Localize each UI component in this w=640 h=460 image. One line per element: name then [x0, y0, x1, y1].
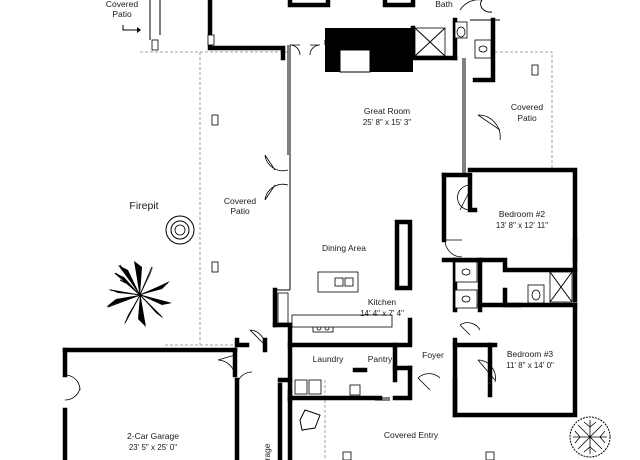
room-label-covered-patio-w-2: Patio	[230, 206, 250, 216]
shrub-icon	[569, 416, 611, 458]
room-label-kitchen: Kitchen	[368, 297, 397, 307]
room-label-bedroom-2: Bedroom #2	[499, 209, 546, 219]
room-label-bath: Bath	[435, 0, 453, 9]
room-dims-bedroom-2: 13' 8" x 12' 11"	[496, 221, 548, 230]
room-label-garage-side: rage	[262, 443, 272, 460]
room-dims-bedroom-3: 11' 8" x 14' 0"	[506, 361, 554, 370]
room-dims-kitchen: 14' 4" x 7' 4"	[360, 309, 404, 318]
room-labels: Covered Patio Bath Great Room 25' 8" x 1…	[106, 0, 554, 460]
room-label-bedroom-3: Bedroom #3	[507, 349, 554, 359]
patio-outlines	[140, 51, 553, 460]
room-label-covered-patio-e-2: Patio	[517, 113, 537, 123]
room-label-pantry: Pantry	[368, 354, 393, 364]
room-label-covered-patio-w-1: Covered	[224, 196, 256, 206]
room-label-foyer: Foyer	[422, 350, 444, 360]
room-label-covered-entry: Covered Entry	[384, 430, 439, 440]
room-label-covered-patio-nw-2: Patio	[112, 9, 132, 19]
palm-tree-icon	[106, 261, 172, 327]
room-label-firepit: Firepit	[129, 200, 158, 212]
doors	[64, 0, 501, 401]
room-label-laundry: Laundry	[313, 354, 344, 364]
room-dims-great-room: 25' 8" x 15' 3"	[363, 118, 411, 127]
fixtures	[151, 0, 573, 460]
room-label-great-room: Great Room	[364, 106, 410, 116]
room-label-covered-patio-e-1: Covered	[511, 102, 543, 112]
room-label-covered-patio-nw-1: Covered	[106, 0, 138, 9]
room-label-garage: 2-Car Garage	[127, 431, 179, 441]
firepit-icon	[165, 215, 195, 245]
room-dims-garage: 23' 5" x 25' 0"	[129, 443, 177, 452]
room-label-dining-area: Dining Area	[322, 243, 366, 253]
arrow-right-icon	[122, 25, 141, 33]
